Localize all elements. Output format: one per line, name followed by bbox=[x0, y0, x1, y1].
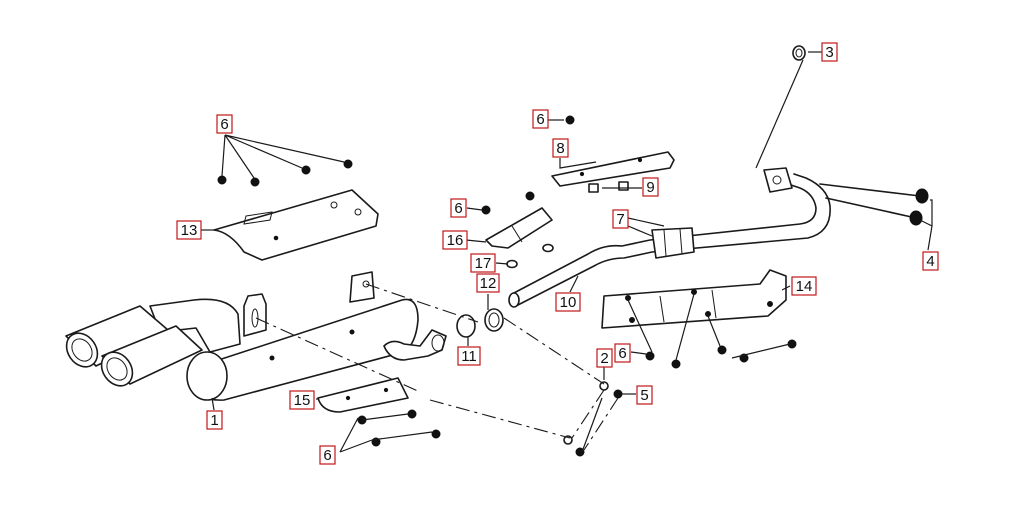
callout-13: 13 bbox=[176, 220, 202, 240]
callout-4: 4 bbox=[922, 251, 939, 271]
callout-5: 5 bbox=[636, 385, 653, 405]
callout-10: 10 bbox=[555, 292, 581, 312]
callout-2: 2 bbox=[596, 348, 613, 368]
callout-6-text: 6 bbox=[618, 345, 626, 362]
callout-13-text: 13 bbox=[181, 222, 198, 239]
callout-15-text: 15 bbox=[294, 392, 311, 409]
pipe-shield-small bbox=[485, 207, 553, 249]
callout-6-front-shield: 6 bbox=[614, 343, 631, 363]
callout-11-text: 11 bbox=[461, 348, 477, 365]
callout-17: 17 bbox=[470, 253, 496, 273]
callout-6-text: 6 bbox=[323, 447, 331, 464]
callout-12-text: 12 bbox=[480, 275, 497, 292]
callout-3-text: 3 bbox=[825, 44, 833, 61]
callout-14-text: 14 bbox=[796, 278, 813, 295]
callout-10-text: 10 bbox=[560, 294, 577, 311]
fasteners bbox=[217, 45, 929, 457]
leader-lines bbox=[201, 51, 933, 453]
callout-6-heat-shield-upper: 6 bbox=[216, 114, 233, 134]
muffler-assembly bbox=[65, 271, 447, 401]
heat-shield-lower bbox=[317, 377, 409, 413]
callout-7: 7 bbox=[612, 209, 629, 229]
callout-2-text: 2 bbox=[600, 350, 608, 367]
heat-shield-front-pipe bbox=[601, 269, 787, 329]
callout-12: 12 bbox=[476, 273, 500, 293]
callout-6-lower-shield: 6 bbox=[319, 445, 336, 465]
callout-15: 15 bbox=[289, 390, 315, 410]
callout-16: 16 bbox=[442, 230, 468, 250]
callout-3: 3 bbox=[821, 42, 838, 62]
callout-6-text: 6 bbox=[220, 116, 228, 133]
callout-6-text: 6 bbox=[536, 111, 544, 128]
callout-8: 8 bbox=[552, 138, 569, 158]
alignment-lines bbox=[255, 283, 619, 451]
callout-9-text: 9 bbox=[646, 179, 654, 196]
front-exhaust-pipe bbox=[508, 167, 921, 308]
callout-8-text: 8 bbox=[556, 140, 564, 157]
callout-1-text: 1 bbox=[210, 412, 218, 429]
callout-11: 11 bbox=[457, 346, 481, 366]
callout-14: 14 bbox=[791, 276, 817, 296]
heat-shield-upper bbox=[213, 189, 379, 261]
callout-6-bracket: 6 bbox=[532, 109, 549, 129]
callout-6-pipe-shield: 6 bbox=[450, 198, 467, 218]
callout-1: 1 bbox=[206, 410, 223, 430]
callout-4-text: 4 bbox=[926, 253, 934, 270]
callout-17-text: 17 bbox=[475, 255, 492, 272]
bracket-plate bbox=[551, 151, 675, 187]
callout-9: 9 bbox=[642, 177, 659, 197]
sleeve-and-gasket bbox=[456, 308, 504, 338]
callout-5-text: 5 bbox=[640, 387, 648, 404]
callout-7-text: 7 bbox=[616, 211, 624, 228]
callout-16-text: 16 bbox=[447, 232, 464, 249]
callout-6-text: 6 bbox=[454, 200, 462, 217]
